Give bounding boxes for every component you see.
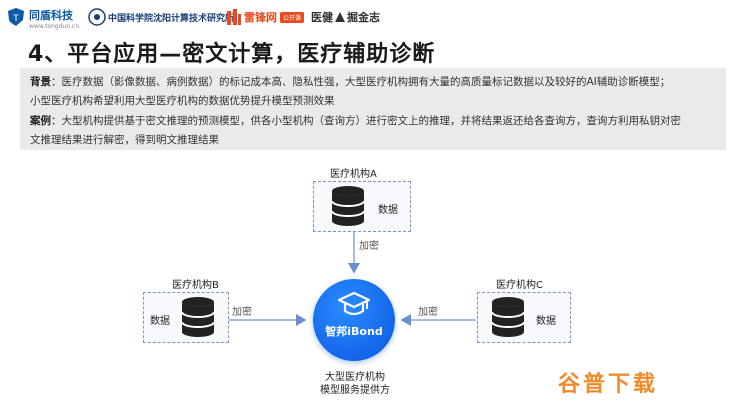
shield-logo-icon: T <box>8 8 24 26</box>
triangle-logo-icon <box>335 12 345 22</box>
arrow-a-label: 加密 <box>359 241 379 252</box>
background-line-1: 背景：医疗数据（影像数据、病例数据）的标记成本高、隐私性强，大型医疗机构拥有大量… <box>30 74 670 89</box>
cas-emblem-icon <box>88 8 106 26</box>
background-text-2: 小型医疗机构希望利用大型医疗机构的数据优势提升模型预测效果 <box>30 95 335 107</box>
juejin-logo: 医健 掘金志 <box>311 4 380 30</box>
case-line-1: 案例：大型机构提供基于密文推理的预测模型，供各小型机构（查询方）进行密文上的推理… <box>30 113 681 128</box>
leifeng-mark-icon <box>227 9 241 25</box>
background-text-1: ：医疗数据（影像数据、病例数据）的标记成本高、隐私性强，大型医疗机构拥有大量的高… <box>51 76 671 88</box>
graduation-cap-icon <box>338 291 370 316</box>
tongdun-url: www.tongdun.cn <box>29 23 80 30</box>
background-label: 背景 <box>30 76 51 88</box>
case-text-2: 文推理结果进行解密，得到明文推理结果 <box>30 134 219 146</box>
cas-logo: 中国科学院沈阳计算技术研究所 <box>88 4 234 30</box>
tongdun-logo: T 同盾科技 www.tongdun.cn <box>6 4 79 30</box>
node-c-title: 医疗机构C <box>496 280 543 291</box>
slide-title: 4、平台应用—密文计算，医疗辅助诊断 <box>28 42 436 67</box>
watermark: 谷普下载 <box>558 372 659 397</box>
arrow-c-label: 加密 <box>418 307 438 318</box>
node-a-box: 数据 <box>313 181 411 232</box>
node-b-data-label: 数据 <box>150 316 170 327</box>
node-a-data-label: 数据 <box>378 205 398 216</box>
juejin-name: 掘金志 <box>347 11 380 24</box>
hub-caption-line-1: 大型医疗机构 <box>325 372 385 383</box>
hub-label: 智邦iBond <box>325 325 383 338</box>
leifeng-name: 雷锋网 <box>244 11 277 24</box>
database-icon <box>181 297 215 337</box>
info-box: 背景：医疗数据（影像数据、病例数据）的标记成本高、隐私性强，大型医疗机构拥有大量… <box>20 68 726 150</box>
leifeng-logo: 雷锋网 公开课 <box>226 4 305 30</box>
node-b-box: 数据 <box>143 292 229 343</box>
cas-name: 中国科学院沈阳计算技术研究所 <box>108 13 235 24</box>
node-c-data-label: 数据 <box>536 316 556 327</box>
header-logos: T 同盾科技 www.tongdun.cn 中国科学院沈阳计算技术研究所 雷锋网… <box>6 4 406 30</box>
hub-caption-line-2: 模型服务提供方 <box>320 385 390 396</box>
arrow-b-label: 加密 <box>232 307 252 318</box>
node-b-title: 医疗机构B <box>172 280 219 291</box>
juejin-prefix: 医健 <box>311 11 333 24</box>
svg-text:T: T <box>12 14 19 24</box>
ibond-hub: 智邦iBond <box>313 279 395 361</box>
database-icon <box>491 297 525 337</box>
case-label: 案例 <box>30 115 51 127</box>
tongdun-name: 同盾科技 <box>29 9 73 22</box>
node-a-title: 医疗机构A <box>330 169 377 180</box>
case-text-1: ：大型机构提供基于密文推理的预测模型，供各小型机构（查询方）进行密文上的推理，并… <box>51 115 681 127</box>
leifeng-badge: 公开课 <box>280 11 305 23</box>
node-c-box: 数据 <box>477 292 571 343</box>
database-icon <box>331 186 365 226</box>
